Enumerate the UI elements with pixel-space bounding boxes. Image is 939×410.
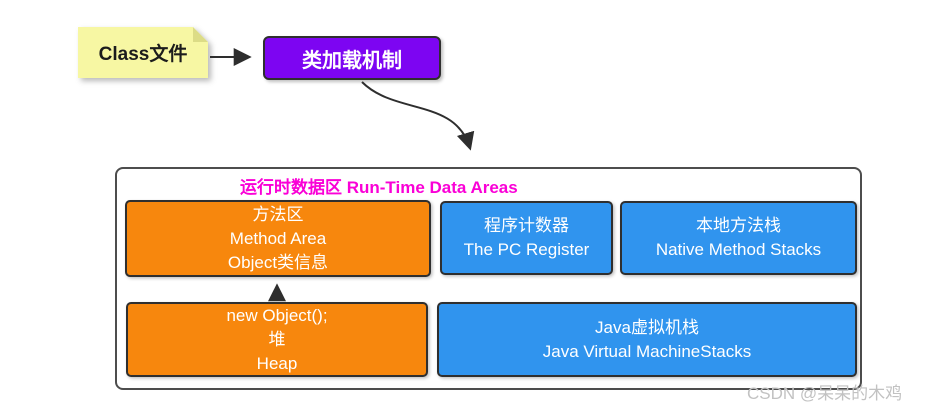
class-file-note-body: Class文件	[78, 27, 208, 78]
csdn-watermark: CSDN @呆呆的木鸡	[747, 384, 903, 403]
class-file-label: Class文件	[98, 44, 188, 65]
method-area-line-zh: 方法区	[252, 204, 304, 224]
native-stacks-line-zh: 本地方法栈	[696, 216, 781, 235]
jvm-stacks-box: Java虚拟机栈 Java Virtual MachineStacks	[437, 302, 857, 377]
native-method-stacks-box: 本地方法栈 Native Method Stacks	[620, 201, 857, 275]
heap-line-en: Heap	[256, 353, 298, 373]
method-area-line-info: Object类信息	[227, 252, 329, 272]
heap-box: new Object(); 堆 Heap	[126, 302, 428, 377]
pc-register-line-zh: 程序计数器	[484, 216, 569, 235]
native-stacks-line-en: Native Method Stacks	[655, 240, 822, 259]
arrow-loader-to-runtime	[361, 81, 475, 151]
heap-line-zh: 堆	[268, 329, 286, 349]
method-area-box: 方法区 Method Area Object类信息	[125, 200, 431, 277]
heap-line-code: new Object();	[226, 305, 328, 325]
runtime-data-areas-title: 运行时数据区 Run-Time Data Areas	[240, 178, 518, 197]
jvm-stacks-line-en: Java Virtual MachineStacks	[542, 341, 752, 361]
pc-register-line-en: The PC Register	[463, 240, 590, 259]
class-loader-node: 类加载机制	[263, 36, 441, 80]
method-area-line-en: Method Area	[229, 228, 327, 248]
class-loader-label: 类加载机制	[302, 49, 402, 72]
pc-register-box: 程序计数器 The PC Register	[440, 201, 613, 275]
class-file-note: Class文件	[78, 27, 208, 78]
note-fold-corner-icon	[193, 27, 208, 42]
jvm-stacks-line-zh: Java虚拟机栈	[595, 317, 699, 337]
